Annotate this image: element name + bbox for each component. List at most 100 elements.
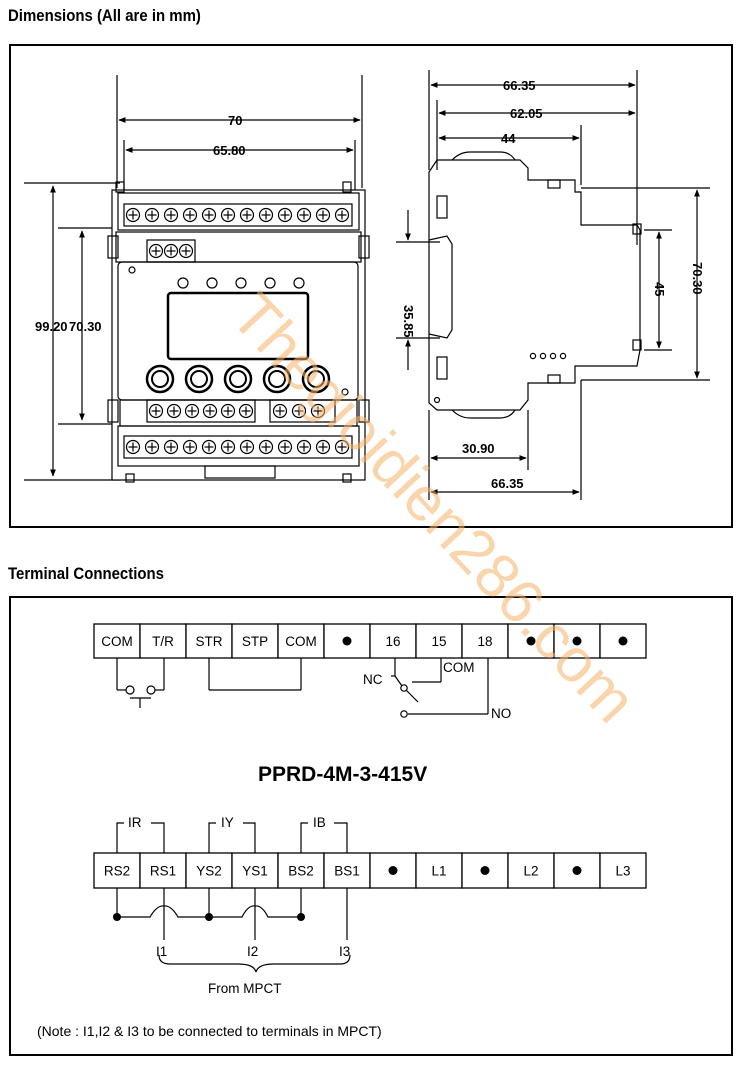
relay-nc-label: NC <box>363 672 383 687</box>
terminal-cell: YS1 <box>231 852 279 889</box>
terminal-label: COM <box>285 634 317 649</box>
screw-icon <box>125 439 141 455</box>
front-push-button <box>145 364 175 394</box>
terminal-cell: COM <box>277 623 325 659</box>
screw-icon <box>148 243 164 259</box>
blank-terminal-dot <box>572 636 582 646</box>
dim-side-66-35-bottom: 66.35 <box>491 476 524 491</box>
screw-icon <box>277 439 293 455</box>
front-push-button <box>301 364 331 394</box>
screw-icon <box>220 207 236 223</box>
terminal-cell: STR <box>185 623 233 659</box>
terminal-cell: RS1 <box>139 852 187 889</box>
terminal-cell <box>507 623 555 659</box>
terminal-cell: COM <box>93 623 141 659</box>
dim-height-99-20: 99.20 <box>35 319 68 334</box>
terminal-cell <box>599 623 647 659</box>
watermark: Thegioidien286.com <box>218 280 649 735</box>
screw-icon <box>296 207 312 223</box>
screw-icon <box>291 403 307 419</box>
screw-icon <box>166 403 182 419</box>
screw-icon <box>182 439 198 455</box>
i1-label: I1 <box>156 944 167 959</box>
terminal-label: YS1 <box>242 864 268 879</box>
led-indicator <box>293 277 305 289</box>
screw-icon <box>296 439 312 455</box>
terminal-cell: L1 <box>415 852 463 889</box>
terminal-label: BS1 <box>334 864 360 879</box>
dim-side-66-35-top: 66.35 <box>503 78 536 93</box>
screw-icon <box>310 403 326 419</box>
terminal-label: T/R <box>152 634 174 649</box>
screw-icon <box>334 207 350 223</box>
screw-icon <box>148 403 164 419</box>
screw-icon <box>144 439 160 455</box>
screw-icon <box>239 439 255 455</box>
screw-icon <box>258 207 274 223</box>
screw-icon <box>220 403 236 419</box>
ct-y-label: IY <box>221 815 234 830</box>
dim-side-70-30: 70.30 <box>690 262 705 295</box>
ct-b-label: IB <box>313 815 326 830</box>
dimensions-panel <box>9 44 733 528</box>
screw-icon <box>182 207 198 223</box>
screw-icon <box>315 439 331 455</box>
dim-side-62-05: 62.05 <box>510 106 543 121</box>
from-mpct-label: From MPCT <box>208 981 282 996</box>
blank-terminal-dot <box>342 636 352 646</box>
i2-label: I2 <box>247 944 258 959</box>
screw-icon <box>125 207 141 223</box>
terminal-label: BS2 <box>288 864 314 879</box>
i3-label: I3 <box>339 944 350 959</box>
dim-side-30-90: 30.90 <box>462 441 495 456</box>
ct-brackets <box>116 822 348 853</box>
led-indicator <box>177 277 189 289</box>
dim-side-45: 45 <box>652 282 667 296</box>
terminal-cell <box>461 852 509 889</box>
terminal-cell <box>553 852 601 889</box>
blank-terminal-dot <box>572 866 582 875</box>
relay-com-label: COM <box>443 660 475 675</box>
model-number: PPRD-4M-3-415V <box>258 763 427 786</box>
terminal-cell: BS2 <box>277 852 325 889</box>
screw-icon <box>334 439 350 455</box>
bottom-wiring <box>116 888 351 973</box>
dim-height-70-30: 70.30 <box>69 319 102 334</box>
led-indicator <box>264 277 276 289</box>
front-view <box>24 75 370 483</box>
terminal-cell: RS2 <box>93 852 141 889</box>
top-wiring <box>116 658 489 718</box>
note-text: (Note : I1,I2 & I3 to be connected to te… <box>37 1023 382 1039</box>
screw-icon <box>272 403 288 419</box>
terminal-cell: 16 <box>369 623 417 659</box>
screw-icon <box>201 439 217 455</box>
terminal-label: STP <box>242 634 268 649</box>
terminal-label: STR <box>196 634 223 649</box>
terminal-cell: 15 <box>415 623 463 659</box>
terminal-label: L3 <box>615 864 630 879</box>
screw-icon <box>258 439 274 455</box>
front-push-button <box>184 364 214 394</box>
screw-icon <box>201 207 217 223</box>
screw-icon <box>239 207 255 223</box>
terminal-label: RS1 <box>150 864 176 879</box>
terminal-connections-heading: Terminal Connections <box>8 564 164 583</box>
display-window <box>166 291 310 361</box>
terminal-label: COM <box>101 634 133 649</box>
terminal-cell: T/R <box>139 623 187 659</box>
dim-side-44: 44 <box>501 131 516 146</box>
relay-no-label: NO <box>491 706 511 721</box>
junction-dots <box>113 913 305 921</box>
dimensions-heading: Dimensions (All are in mm) <box>8 6 201 25</box>
terminal-cell <box>323 623 371 659</box>
terminal-label: 18 <box>477 634 492 649</box>
terminal-cell <box>369 852 417 889</box>
front-push-button <box>262 364 292 394</box>
led-indicator <box>235 277 247 289</box>
led-indicator <box>206 277 218 289</box>
screw-icon <box>315 207 331 223</box>
blank-terminal-dot <box>618 636 628 646</box>
screw-icon <box>202 403 218 419</box>
